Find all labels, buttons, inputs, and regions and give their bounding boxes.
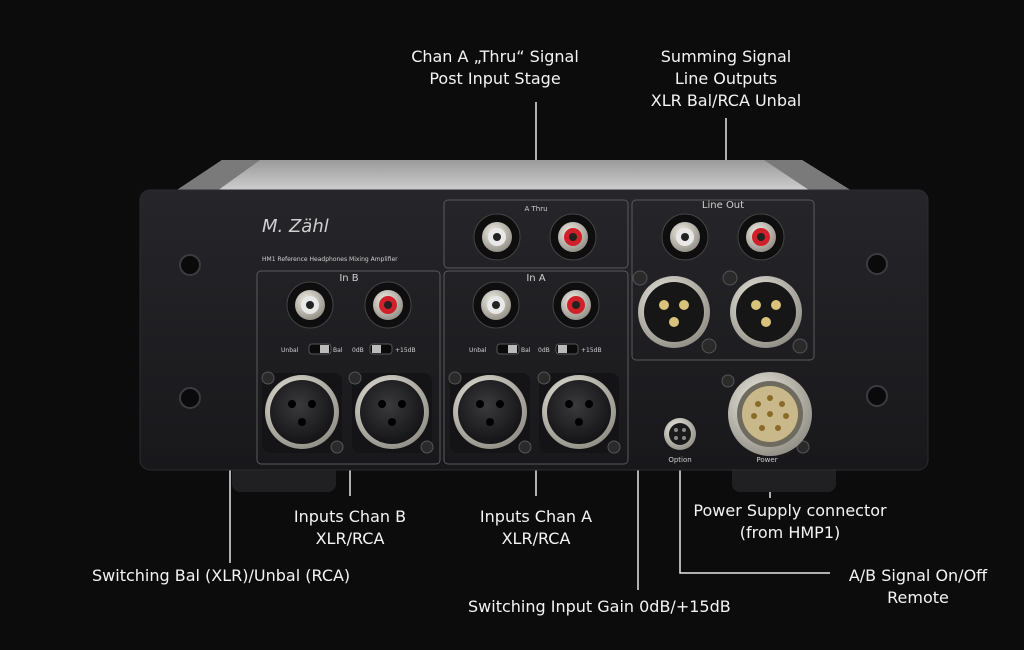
callout-switching-gain: Switching Input Gain 0dB/+15dB xyxy=(468,596,731,618)
callout-line: Remote xyxy=(887,588,949,607)
option-connector xyxy=(664,418,696,450)
back-panel xyxy=(139,189,929,471)
xlr-outputs xyxy=(632,270,808,354)
section-label-line-out: Line Out xyxy=(702,200,744,211)
callout-line: Power Supply connector xyxy=(693,501,887,520)
callout-switching-bal: Switching Bal (XLR)/Unbal (RCA) xyxy=(92,565,350,587)
callout-line: (from HMP1) xyxy=(739,523,841,542)
power-connector xyxy=(721,372,812,456)
switch-label-15db-a: +15dB xyxy=(581,347,602,354)
callout-power-supply: Power Supply connector (from HMP1) xyxy=(680,500,900,544)
callout-line: Switching Input Gain 0dB/+15dB xyxy=(468,597,731,616)
frame-a-thru xyxy=(443,199,629,269)
xlr-inputs xyxy=(261,371,621,454)
option-label: Option xyxy=(668,456,691,464)
callout-line: XLR/RCA xyxy=(501,529,571,548)
frame-in-a xyxy=(443,270,629,465)
callout-summing: Summing Signal Line Outputs XLR Bal/RCA … xyxy=(632,46,820,112)
top-cover xyxy=(168,160,860,196)
callout-line: Summing Signal xyxy=(660,47,792,66)
callout-line: Chan A „Thru“ Signal xyxy=(411,47,579,66)
callout-chan-a-thru: Chan A „Thru“ Signal Post Input Stage xyxy=(400,46,590,90)
section-label-in-b: In B xyxy=(339,273,358,284)
switch-label-unbal-a: Unbal xyxy=(469,347,487,354)
callout-line: Switching Bal (XLR)/Unbal (RCA) xyxy=(92,566,351,585)
switch-label-bal-b: Bal xyxy=(333,347,343,354)
power-label: Power xyxy=(756,456,777,464)
callout-line: Line Outputs xyxy=(674,69,778,88)
callout-inputs-b: Inputs Chan B XLR/RCA xyxy=(270,506,430,550)
frame-line-out xyxy=(631,199,815,361)
callout-line: Inputs Chan A xyxy=(479,507,593,526)
callout-line: XLR Bal/RCA Unbal xyxy=(650,91,802,110)
frame-in-b xyxy=(256,270,441,465)
slide-switches xyxy=(308,343,579,355)
switch-label-0db-a: 0dB xyxy=(538,347,550,354)
callout-inputs-a: Inputs Chan A XLR/RCA xyxy=(456,506,616,550)
rca-jacks xyxy=(286,213,785,329)
section-label-a-thru: A Thru xyxy=(524,205,547,213)
model-line: HM1 Reference Headphones Mixing Amplifie… xyxy=(262,256,398,263)
switch-label-0db-b: 0dB xyxy=(352,347,364,354)
callout-line: Inputs Chan B xyxy=(293,507,407,526)
callout-line: Post Input Stage xyxy=(429,69,561,88)
callout-ab-signal: A/B Signal On/Off Remote xyxy=(830,565,1006,609)
callout-line: A/B Signal On/Off xyxy=(848,566,988,585)
callout-line: XLR/RCA xyxy=(315,529,385,548)
section-label-in-a: In A xyxy=(526,273,545,284)
switch-label-15db-b: +15dB xyxy=(395,347,416,354)
switch-label-bal-a: Bal xyxy=(521,347,531,354)
switch-label-unbal-b: Unbal xyxy=(281,347,299,354)
panel-screws xyxy=(179,253,888,409)
signature: M. Zähl xyxy=(262,216,329,237)
